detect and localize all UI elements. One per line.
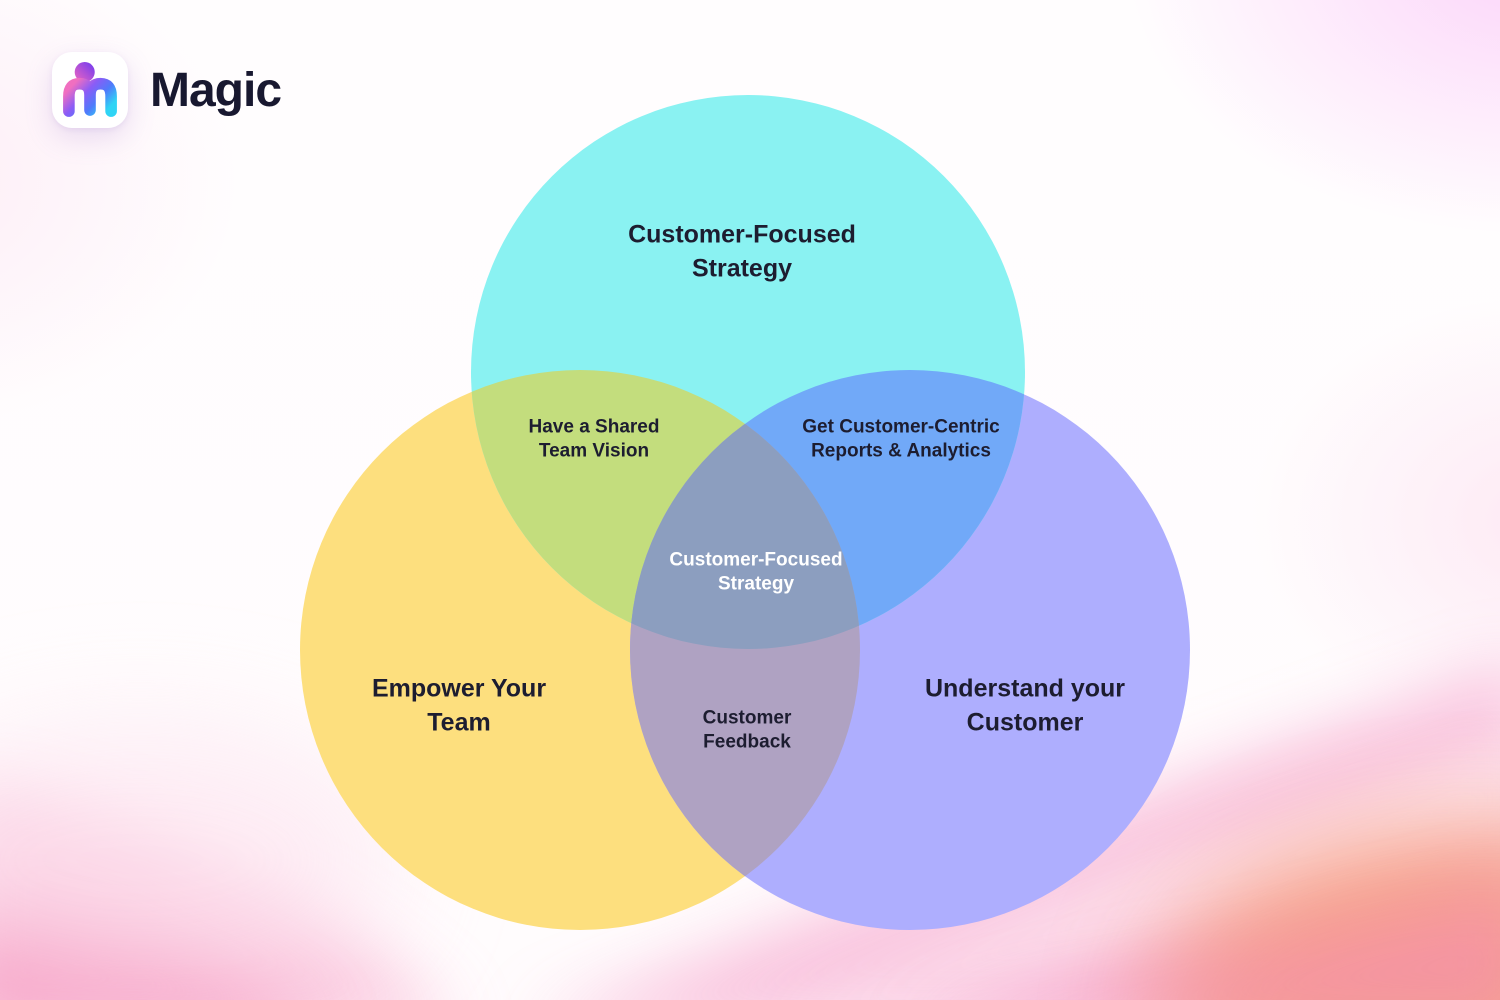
label-customer-focused-strategy: Customer-Focused Strategy — [628, 220, 856, 282]
label-understand-your-customer: Understand your Customer — [924, 674, 1126, 736]
label-customer-feedback: Customer Feedback — [702, 707, 792, 753]
logo-m-shape — [63, 77, 117, 117]
label-shared-team-vision: Have a Shared Team Vision — [528, 416, 660, 462]
brand-name: Magic — [150, 63, 282, 117]
magic-logo-icon — [52, 52, 128, 128]
magic-m-glyph — [63, 62, 117, 117]
region-center — [630, 370, 860, 649]
label-empower-your-team: Empower Your Team — [371, 674, 547, 736]
logo-head-dot — [74, 62, 95, 83]
label-customer-centric-reports: Get Customer-Centric Reports & Analytics — [802, 416, 1000, 462]
brand: Magic — [52, 52, 282, 128]
label-center-strategy: Customer-Focused Strategy — [669, 549, 843, 595]
